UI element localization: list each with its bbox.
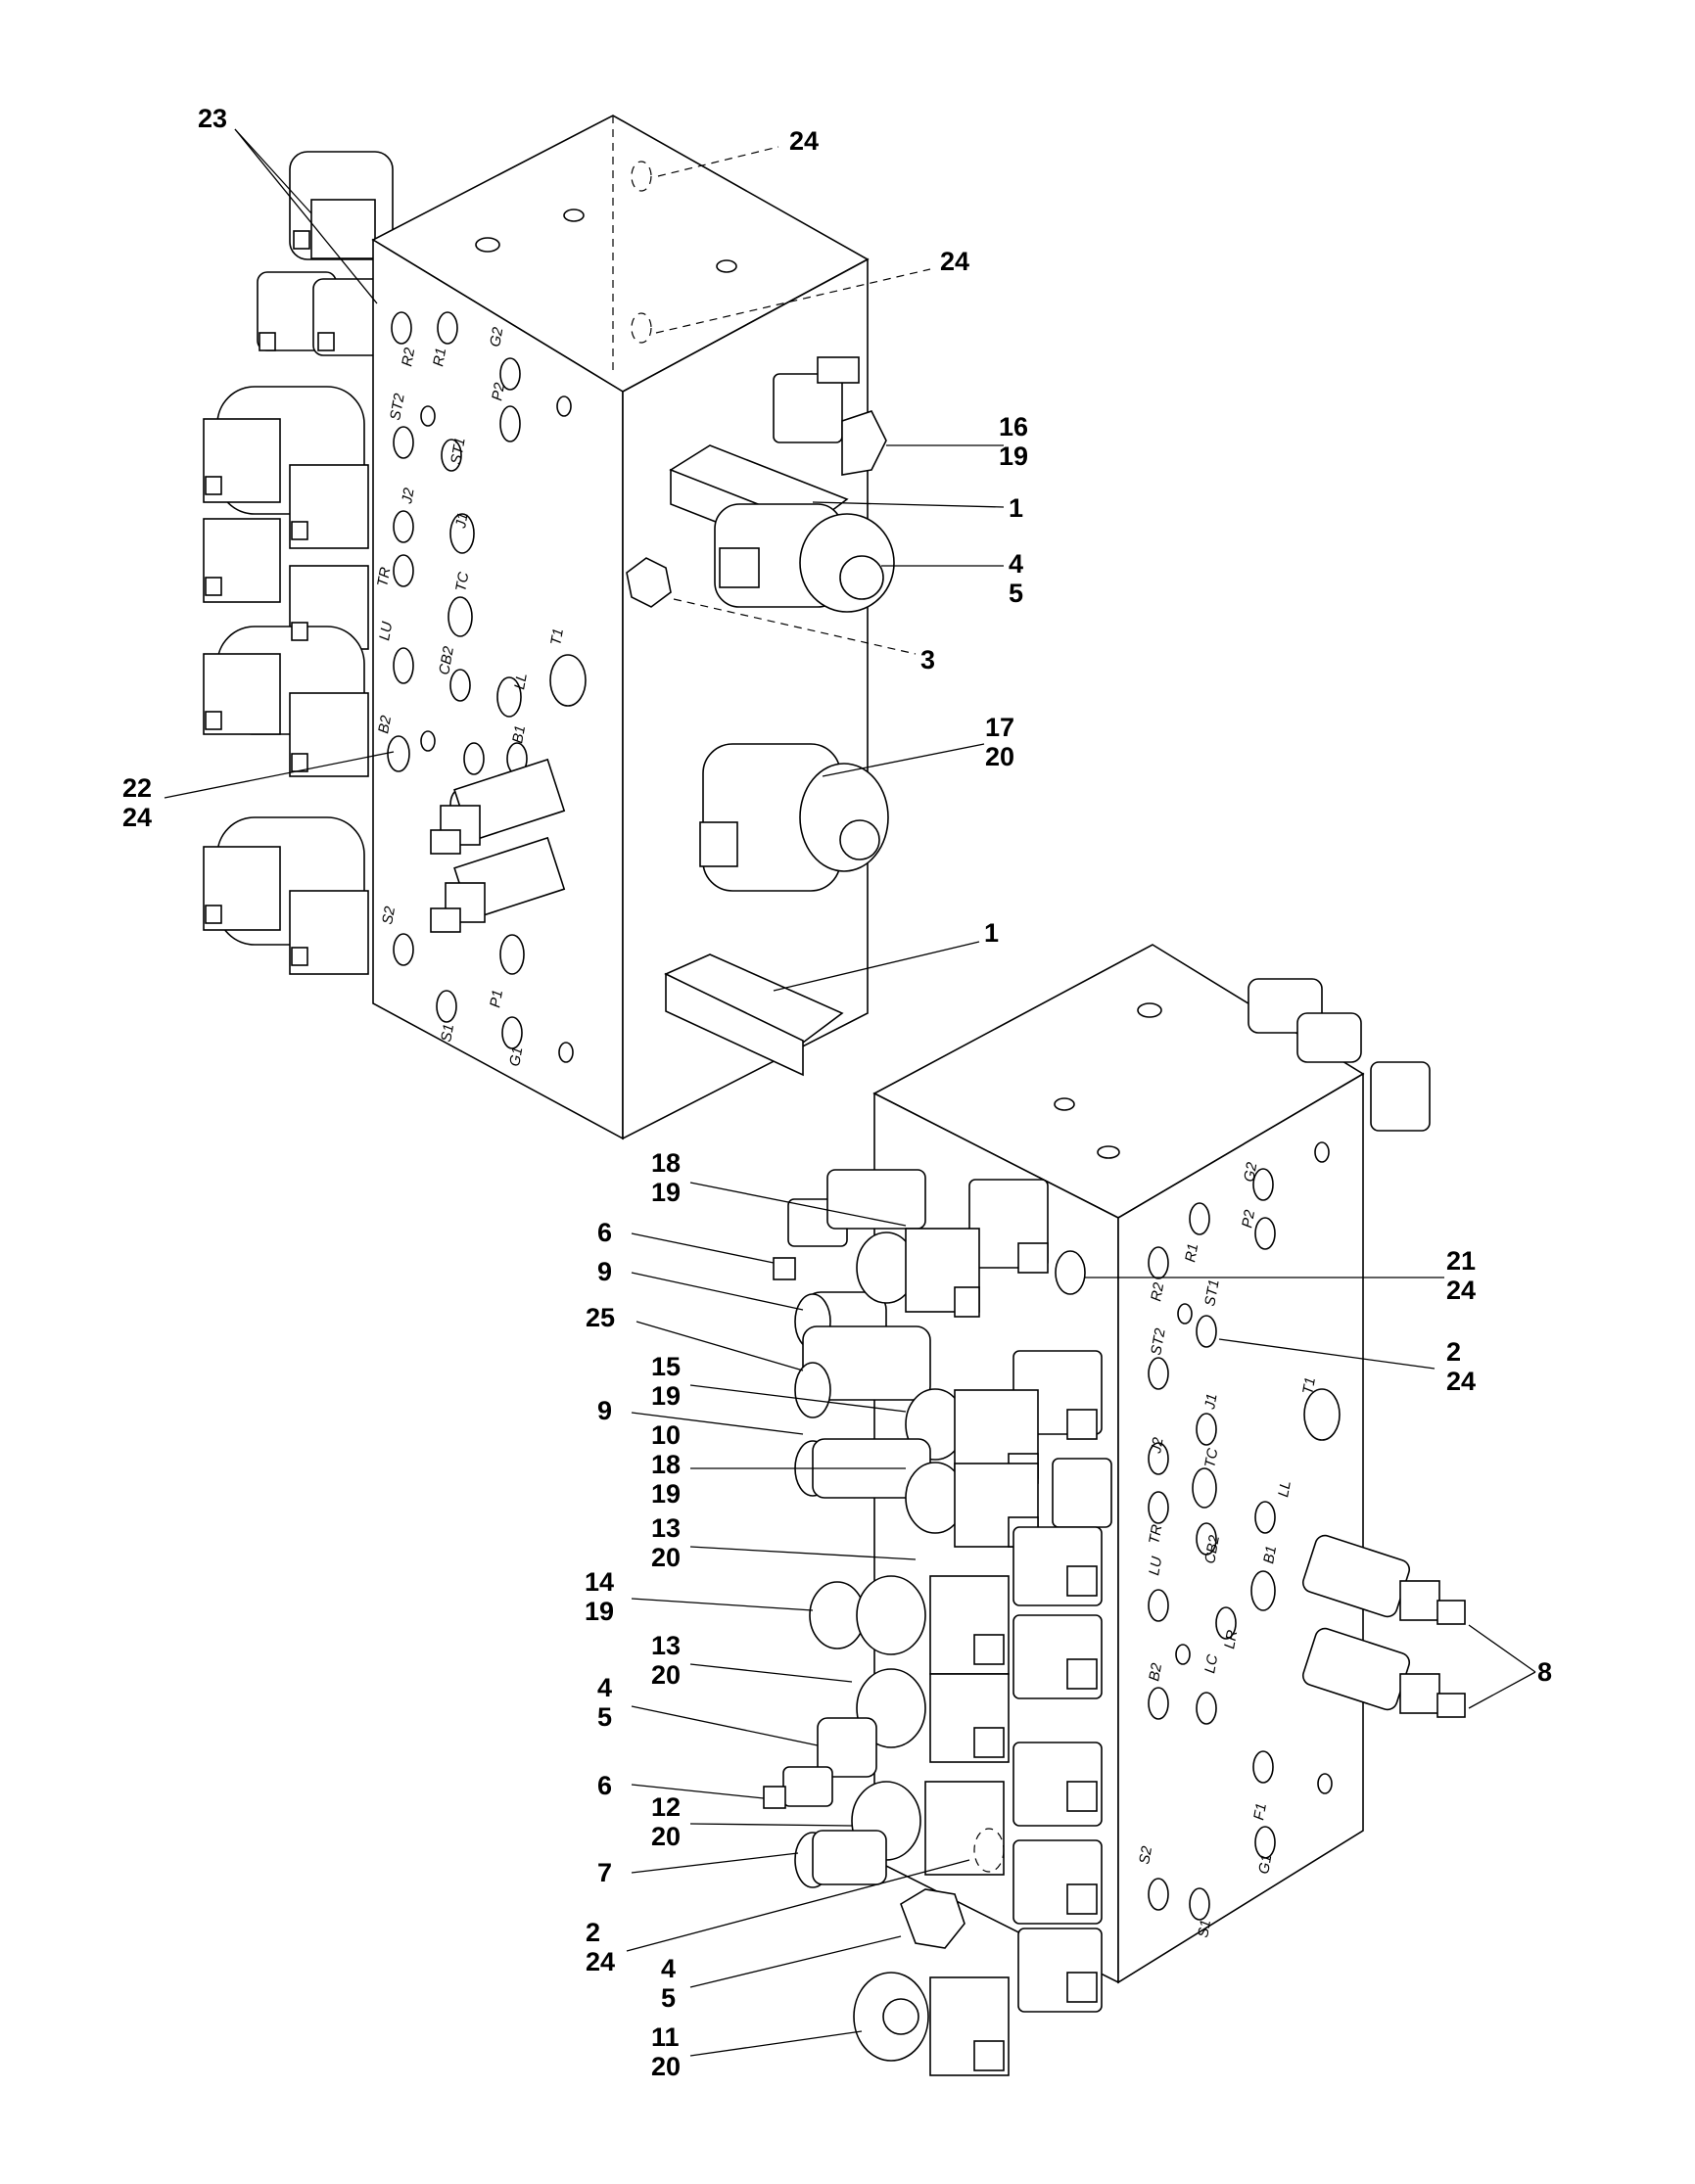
port-label: J2 <box>399 486 418 505</box>
port-label: F1 <box>1250 1801 1270 1821</box>
port-labels-upper: R2 R1 G2 P2 ST2 ST1 J2 J1 TR TC LU CB2 L… <box>374 325 567 1067</box>
port-label: R2 <box>399 346 418 367</box>
port-label: R1 <box>430 347 449 368</box>
port-label: J2 <box>1148 1435 1167 1455</box>
port-label: G2 <box>1241 1160 1260 1183</box>
callout-6: 6 <box>597 1771 612 1800</box>
port-label: S2 <box>379 905 399 926</box>
lower-leaders <box>626 1182 1536 2057</box>
port-label: B1 <box>509 724 529 745</box>
port-label: T1 <box>1299 1375 1319 1395</box>
callout-8: 8 <box>1537 1657 1552 1687</box>
port-label: TC <box>1201 1447 1221 1469</box>
port-label: CB2 <box>1201 1533 1223 1564</box>
port-label: P2 <box>489 381 508 402</box>
port-label: ST1 <box>1201 1278 1223 1308</box>
upper-solenoid-stack <box>203 151 394 975</box>
port-label: J1 <box>1201 1392 1221 1412</box>
upper-face-ports <box>387 311 587 1063</box>
port-label: T1 <box>547 627 567 646</box>
lower-relief-valves <box>1301 1534 1466 1718</box>
upper-leaders <box>164 128 1005 992</box>
lower-component-stack <box>763 1169 1112 2076</box>
lower-valve-assembly <box>626 944 1536 2076</box>
callout-9: 9 <box>597 1257 612 1286</box>
port-label: P2 <box>1239 1208 1258 1230</box>
upper-valve-assembly <box>164 115 1005 1140</box>
port-label: ST2 <box>387 392 408 422</box>
callout-23: 23 <box>198 104 227 133</box>
callout-7: 7 <box>597 1858 612 1887</box>
port-label: LR <box>1221 1629 1241 1650</box>
callout-3: 3 <box>920 645 935 674</box>
callout-10: 10 <box>651 1420 681 1450</box>
port-label: LU <box>1146 1556 1165 1577</box>
port-label: LC <box>1201 1653 1221 1675</box>
port-label: CB2 <box>436 644 457 675</box>
port-labels-lower: G2 P2 R1 R2 ST1 ST2 J1 J2 T1 TC LL LU TR… <box>1136 1160 1319 1938</box>
port-label: B2 <box>1146 1661 1165 1683</box>
port-label: S1 <box>1195 1919 1214 1939</box>
upper-relief-valves <box>430 758 566 933</box>
callout-1: 1 <box>984 918 999 948</box>
port-label: G1 <box>506 1046 526 1068</box>
port-label: P1 <box>487 989 506 1009</box>
port-label: J1 <box>452 511 472 531</box>
callout-1: 1 <box>1009 493 1023 523</box>
port-label: S1 <box>438 1023 457 1044</box>
leader-3 <box>673 598 917 655</box>
port-label: TR <box>1146 1523 1165 1546</box>
port-label: TC <box>452 571 472 593</box>
port-label: ST2 <box>1148 1326 1169 1357</box>
upper-valve-block <box>371 115 870 1140</box>
callout-24: 24 <box>789 126 819 156</box>
port-label: G1 <box>1255 1853 1275 1876</box>
port-label: ST1 <box>447 437 469 466</box>
leader-24-b <box>655 268 931 334</box>
port-label: R1 <box>1182 1242 1201 1264</box>
port-label: TR <box>374 566 394 588</box>
port-label: G2 <box>487 325 506 348</box>
lower-face-ports <box>1148 1168 1341 1921</box>
port-label: LU <box>376 621 396 642</box>
port-label: LL <box>1275 1479 1295 1498</box>
port-label: B2 <box>375 714 395 735</box>
port-label: R2 <box>1148 1280 1167 1302</box>
callout-25: 25 <box>586 1303 615 1332</box>
leader-24-a <box>657 146 779 177</box>
port-label: LL <box>511 672 531 690</box>
callout-9: 9 <box>597 1396 612 1425</box>
callout-6: 6 <box>597 1218 612 1247</box>
upper-right-face-components <box>626 356 895 1077</box>
port-label: S2 <box>1136 1844 1155 1866</box>
callout-24: 24 <box>940 247 969 276</box>
port-label: B1 <box>1260 1545 1280 1565</box>
